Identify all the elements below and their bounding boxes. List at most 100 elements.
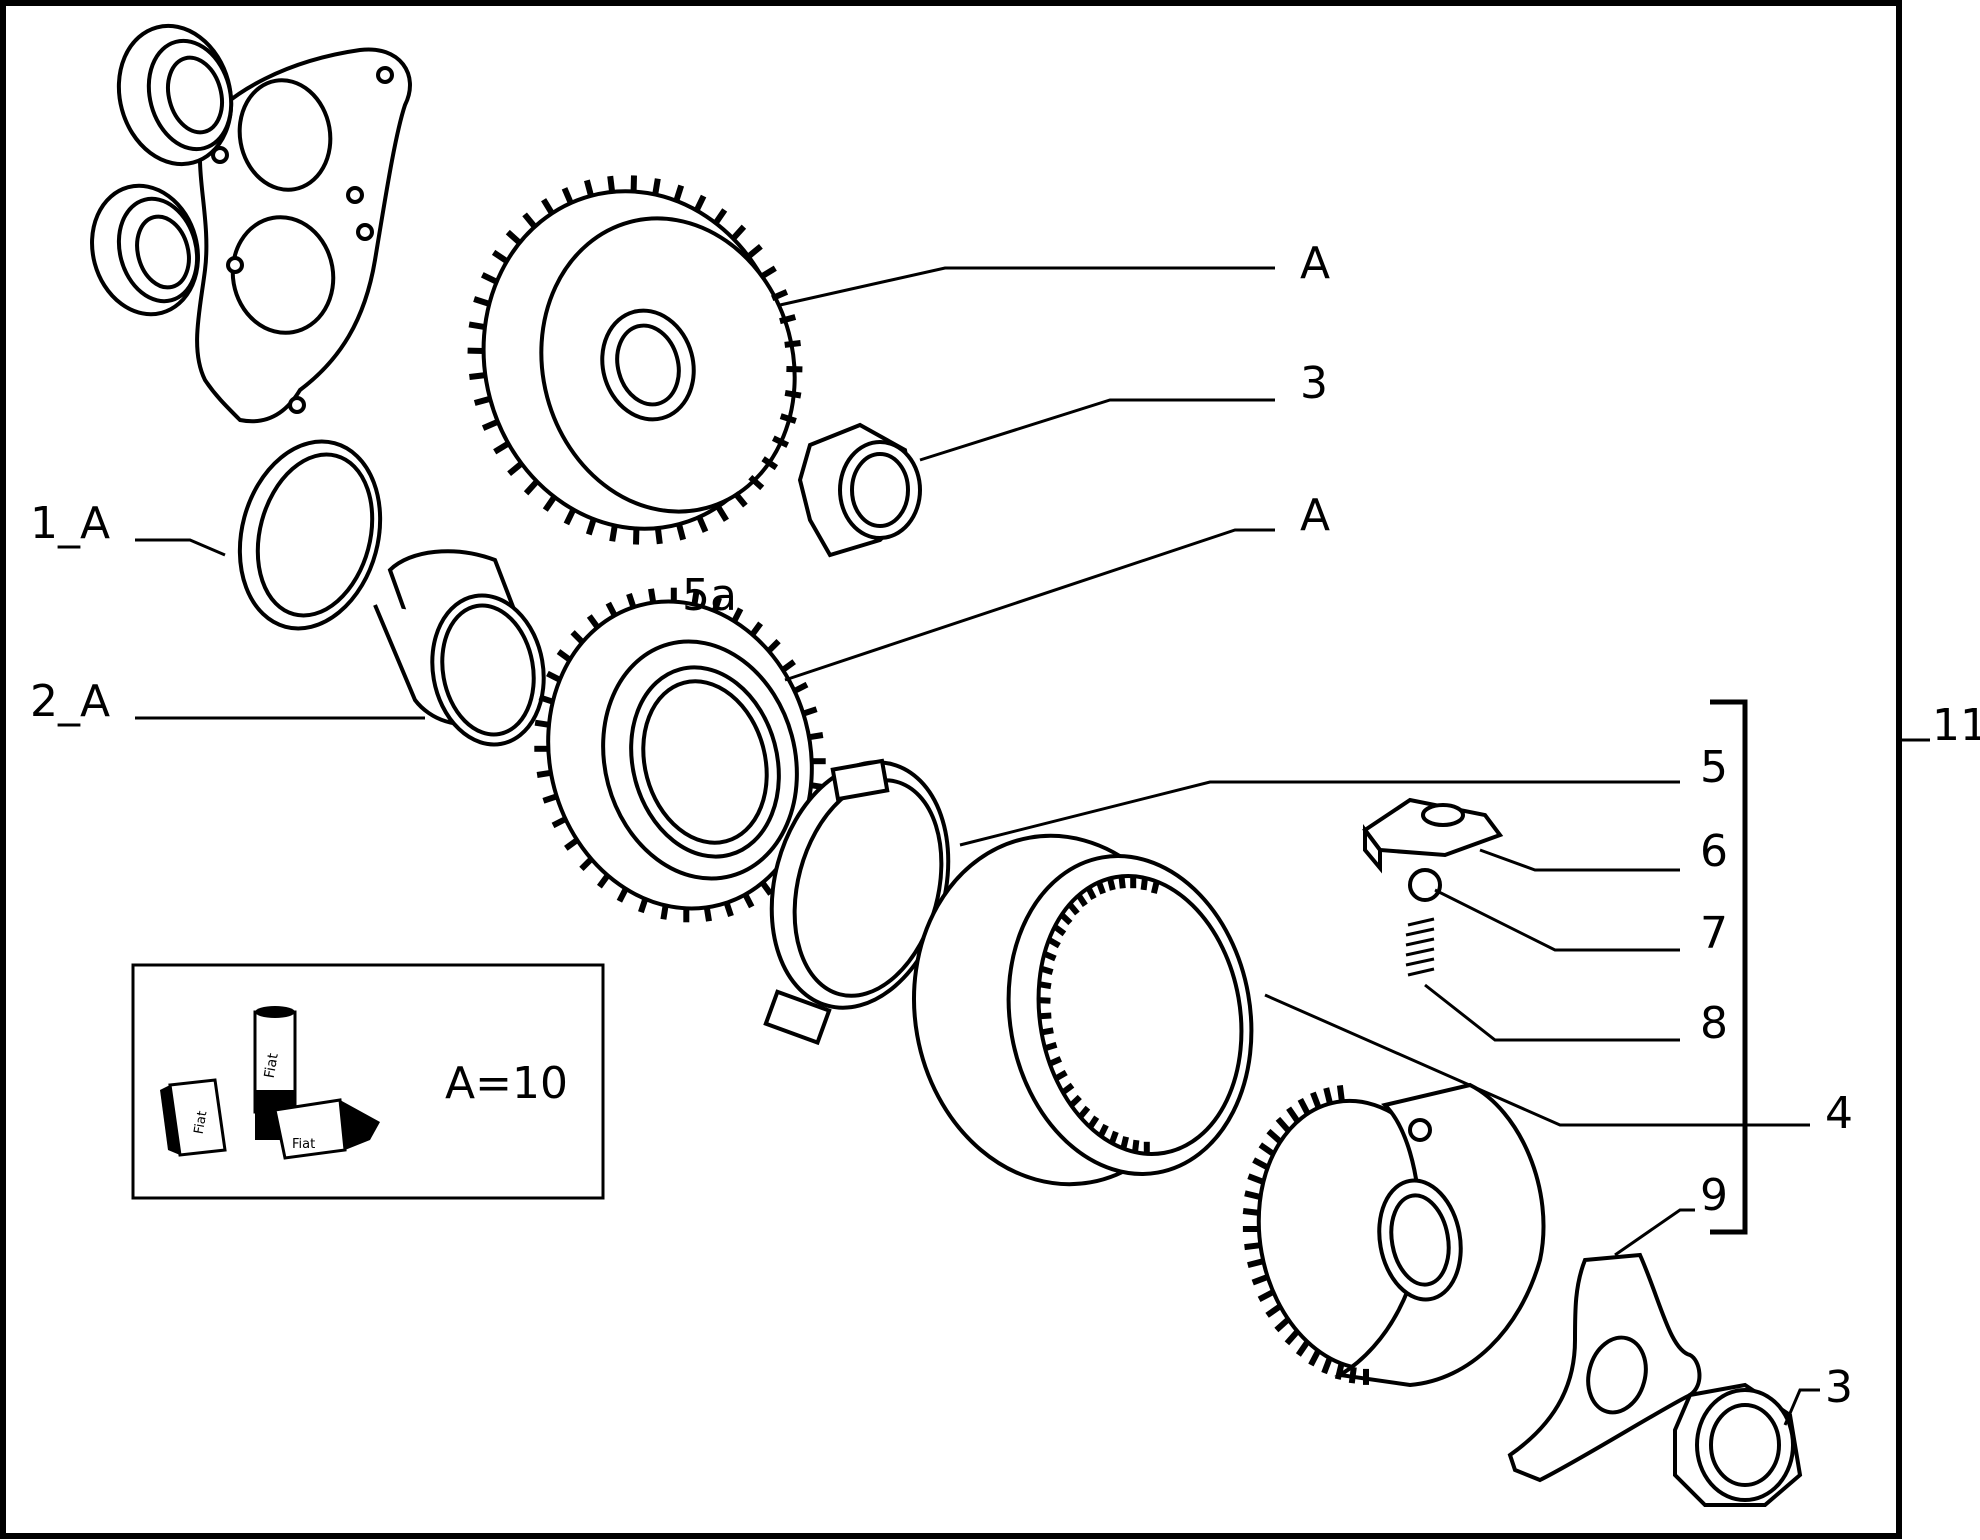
gear-tooth bbox=[676, 523, 687, 541]
gear-tooth bbox=[766, 638, 781, 654]
gear-tooth bbox=[715, 505, 729, 522]
gear-tooth bbox=[1247, 1258, 1265, 1269]
gear-tooth bbox=[760, 265, 777, 280]
gear-tooth bbox=[652, 178, 661, 195]
gear-tooth bbox=[480, 272, 499, 285]
gear-tooth bbox=[748, 474, 765, 491]
gear-tooth bbox=[564, 837, 579, 851]
gear-tooth bbox=[742, 893, 755, 909]
gear-tooth bbox=[541, 198, 555, 215]
snap-ring-1 bbox=[237, 439, 383, 631]
gear-tooth bbox=[561, 187, 574, 205]
gear-tooth bbox=[1085, 886, 1097, 900]
gear-tooth bbox=[723, 901, 734, 918]
gear-5a bbox=[534, 587, 826, 923]
gear-tooth bbox=[1284, 1329, 1300, 1346]
gear-tooth bbox=[1308, 1349, 1321, 1367]
gear-tooth bbox=[468, 321, 486, 331]
callout-nut-top: 3 bbox=[1300, 358, 1328, 409]
gear-tooth bbox=[579, 856, 594, 872]
gear-tooth bbox=[779, 413, 797, 424]
gear-tooth bbox=[1061, 1082, 1075, 1095]
gear-tooth bbox=[1048, 1056, 1062, 1067]
gear-tooth bbox=[585, 518, 597, 536]
callout-key-6: 6 bbox=[1700, 826, 1728, 877]
sleeve-2 bbox=[373, 549, 546, 747]
gear-tooth bbox=[605, 601, 618, 617]
detent-ball-7 bbox=[1408, 868, 1442, 902]
gear-tooth bbox=[746, 243, 763, 259]
nut-top bbox=[797, 422, 922, 558]
gear-tooth bbox=[1087, 1115, 1100, 1129]
gear-tooth bbox=[1107, 877, 1116, 891]
gear-tooth bbox=[616, 887, 629, 903]
gear-tooth bbox=[1348, 1366, 1357, 1384]
gear-tooth bbox=[691, 590, 700, 605]
gear-tooth bbox=[1336, 1085, 1345, 1102]
gear-tooth bbox=[1108, 1130, 1119, 1145]
gear-tooth bbox=[542, 495, 557, 512]
gear-tooth bbox=[1321, 1357, 1333, 1375]
gear-tooth bbox=[1043, 950, 1057, 962]
gear-tooth bbox=[1044, 1041, 1058, 1052]
gear-tooth bbox=[570, 630, 585, 645]
gear-tooth bbox=[713, 208, 728, 225]
callout-ball-7: 7 bbox=[1700, 908, 1728, 959]
gear-tooth bbox=[1038, 981, 1052, 990]
gear-tooth bbox=[538, 694, 554, 705]
callout-assembly-11: 11 bbox=[1932, 700, 1980, 751]
gear-tooth bbox=[779, 314, 797, 325]
gear-tooth bbox=[660, 905, 669, 920]
gear-tooth bbox=[1251, 1274, 1269, 1286]
gear-tooth bbox=[1266, 1128, 1283, 1144]
legend-formula: A=10 bbox=[445, 1058, 568, 1109]
gear-tooth bbox=[1069, 1094, 1082, 1108]
gear-tooth bbox=[607, 175, 616, 193]
gear-tooth bbox=[551, 816, 567, 829]
gear-tooth bbox=[523, 479, 540, 496]
gear-tooth bbox=[1067, 902, 1080, 916]
nut-bottom bbox=[1673, 1382, 1803, 1507]
gear-tooth bbox=[654, 527, 663, 545]
gear-tooth bbox=[638, 897, 649, 914]
gear-tooth bbox=[1275, 1116, 1291, 1133]
gear-tooth bbox=[1076, 893, 1088, 907]
gear-tooth bbox=[556, 649, 572, 663]
detent-spring-8 bbox=[1405, 917, 1435, 977]
gear-tooth bbox=[802, 706, 818, 717]
gear-tooth bbox=[1297, 1098, 1311, 1115]
gear-tooth bbox=[1258, 1142, 1276, 1157]
gear-tooth bbox=[1244, 1190, 1262, 1201]
gear-tooth bbox=[534, 719, 550, 728]
gear-tooth bbox=[1096, 881, 1106, 895]
gear-tooth bbox=[1118, 876, 1126, 889]
hub-plate-9 bbox=[1507, 1252, 1702, 1483]
gear-tooth bbox=[1310, 1091, 1322, 1109]
gear-tooth bbox=[732, 491, 748, 508]
gear-tooth bbox=[1286, 1106, 1301, 1124]
gear-tooth bbox=[473, 296, 491, 307]
gear-tooth bbox=[1257, 1289, 1275, 1303]
legend-box2-label: Fiat bbox=[292, 1137, 315, 1152]
bearing-upper bbox=[116, 23, 234, 167]
gear-tooth bbox=[1132, 1139, 1140, 1153]
synchro-hub-gear bbox=[1242, 1082, 1546, 1388]
gear-tooth bbox=[1052, 924, 1067, 937]
callout-gear-top: A bbox=[1300, 238, 1330, 289]
gear-tooth bbox=[626, 592, 637, 609]
gear-tooth bbox=[793, 681, 809, 694]
gear-tooth bbox=[761, 456, 779, 471]
label-5a: 5a bbox=[682, 570, 737, 621]
gear-tooth bbox=[522, 212, 538, 229]
gear-tooth bbox=[546, 670, 562, 683]
gear-tooth bbox=[1150, 880, 1160, 894]
gear-tooth bbox=[696, 515, 709, 533]
gear-tooth bbox=[1265, 1303, 1282, 1318]
callout-gear-5a: A bbox=[1300, 490, 1330, 541]
gear-tooth bbox=[1047, 937, 1061, 949]
gear-tooth bbox=[711, 596, 722, 613]
gear-tooth bbox=[693, 194, 707, 212]
gear-tooth bbox=[473, 395, 491, 406]
gear-tooth bbox=[1077, 1105, 1091, 1119]
